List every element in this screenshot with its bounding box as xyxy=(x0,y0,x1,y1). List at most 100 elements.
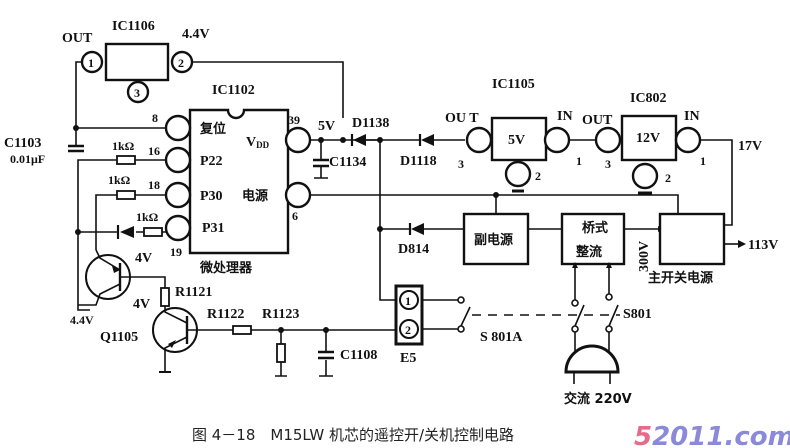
ic1106-label: IC1106 xyxy=(112,19,155,34)
ic1102: IC1102 微处理器 复位 P22 P30 P31 VDD 电源 8 16 1… xyxy=(148,83,312,276)
diode-d1118 xyxy=(418,134,434,146)
resistor-r1121-label: R1121 xyxy=(175,285,212,300)
ic1106-pin2-number: 2 xyxy=(178,56,184,70)
pin-number-39: 39 xyxy=(288,113,300,127)
block-bridge-rectifier xyxy=(560,212,626,266)
wire-e5-to-s801a xyxy=(422,299,458,330)
pin-label-vdd: VDD xyxy=(246,135,270,150)
vdd-5v-label: 5V xyxy=(318,119,335,134)
ic1105-body-label: 5V xyxy=(508,133,525,148)
wire-power-control xyxy=(310,194,679,214)
diode-p31 xyxy=(116,225,134,239)
ic1102-pin-reset xyxy=(164,114,192,142)
capacitor-c1108 xyxy=(318,330,334,377)
resistor-r1123-label: R1123 xyxy=(262,307,299,322)
ic802-label: IC802 xyxy=(630,91,667,106)
ic1106-pin3-number: 3 xyxy=(134,86,140,100)
resistor-r1122 xyxy=(232,325,252,335)
ic802-out-label: OUT xyxy=(582,113,613,128)
c1103: C1103 0.01μF xyxy=(4,128,84,166)
ic1102-subtitle: 微处理器 xyxy=(199,260,253,276)
resistor-p22-value: 1kΩ xyxy=(112,139,135,153)
ic1105: 5V xyxy=(465,116,571,193)
pin-number-18: 18 xyxy=(148,178,160,192)
voltage-300v: 300V xyxy=(637,241,652,272)
transistor-upper xyxy=(78,249,166,306)
upper-transistor-4v: 4V xyxy=(135,251,152,266)
pin-number-8: 8 xyxy=(152,111,158,125)
ic1106-out-label: OUT xyxy=(62,31,93,46)
ic802: 12V xyxy=(594,114,702,195)
c1108-label: C1108 xyxy=(340,348,377,363)
block-aux-power-label: 副电源 xyxy=(474,232,513,248)
resistor-p31-value: 1kΩ xyxy=(136,210,159,224)
resistor-r1122-label: R1122 xyxy=(207,307,244,322)
wire-ac xyxy=(574,332,610,352)
switch-s801-blades xyxy=(574,304,619,327)
d814-label: D814 xyxy=(398,242,429,257)
ic802-pin-gnd: 2 xyxy=(665,171,671,185)
pin-label-power: 电源 xyxy=(242,188,268,204)
resistor-r1123 xyxy=(276,343,286,363)
wire-17v xyxy=(700,139,733,226)
ic1105-label: IC1105 xyxy=(492,77,535,92)
ic1106-voltage: 4.4V xyxy=(182,27,210,42)
ic1102-body xyxy=(188,108,290,255)
e5-pin1: 1 xyxy=(405,294,411,308)
ic802-pin-in: 1 xyxy=(700,154,706,168)
wire-ic1106-in xyxy=(192,61,344,118)
pin-label-p22: P22 xyxy=(200,154,223,169)
wire-bridge-to-s801 xyxy=(574,264,610,300)
block-main-smps xyxy=(658,212,726,266)
pin-label-p30: P30 xyxy=(200,189,223,204)
resistor-p31 xyxy=(143,227,163,237)
ic1105-out-label: OU T xyxy=(445,111,479,126)
block-bridge-label-2: 整流 xyxy=(575,244,602,260)
ic1106: 1 2 3 IC1106 OUT 4.4V xyxy=(62,19,210,104)
e5-pin2: 2 xyxy=(405,323,411,337)
q1105-label: Q1105 xyxy=(100,330,138,345)
c1134-label: C1134 xyxy=(329,155,366,170)
pin-number-19: 19 xyxy=(170,245,182,259)
q1105-4v: 4V xyxy=(133,297,150,312)
wire-ic1106-out-to-reset xyxy=(75,61,166,129)
ic1102-pin-p31 xyxy=(164,214,192,242)
c1103-value: 0.01μF xyxy=(10,152,45,166)
pin-label-p31: P31 xyxy=(202,221,225,236)
block-main-smps-label: 主开关电源 xyxy=(648,270,713,286)
resistor-p30 xyxy=(116,190,136,200)
pin-label-reset: 复位 xyxy=(199,121,226,137)
voltage-17v: 17V xyxy=(738,139,762,154)
wire-to-e5-pin1 xyxy=(379,140,396,301)
ic1105-pin-in: 1 xyxy=(576,154,582,168)
diode-d1138 xyxy=(350,134,366,146)
figure-caption: 图 4－18 M15LW 机芯的遥控开/关机控制电路 xyxy=(192,426,514,444)
e5-label: E5 xyxy=(400,351,416,366)
diode-d814 xyxy=(408,223,424,235)
ic1106-pin1-number: 1 xyxy=(88,56,94,70)
wire-r1123 xyxy=(275,330,287,377)
resistor-r1121 xyxy=(160,287,170,307)
ic1102-pin-power xyxy=(284,181,312,209)
transistor-q1105 xyxy=(152,306,198,373)
voltage-113v: 113V xyxy=(748,238,778,253)
ic1105-pin-out: 3 xyxy=(458,157,464,171)
d1118-label: D1118 xyxy=(400,154,437,169)
resistor-p22 xyxy=(116,155,136,165)
ic1102-pin-vdd xyxy=(284,126,312,154)
ic1105-pin-gnd: 2 xyxy=(535,169,541,183)
connector-e5: 1 2 xyxy=(394,284,424,346)
upper-transistor-4-4v: 4.4V xyxy=(70,313,94,327)
capacitor-c1134 xyxy=(313,140,329,179)
ic1102-pin-p22 xyxy=(164,146,192,174)
watermark: 52011.com xyxy=(634,422,790,448)
pin-number-6: 6 xyxy=(292,209,298,223)
ic1102-label: IC1102 xyxy=(212,83,255,98)
junction xyxy=(75,229,81,235)
ic1105-in-label: IN xyxy=(557,109,573,124)
junction xyxy=(340,137,346,143)
block-aux-power xyxy=(462,212,530,266)
ac-label: 交流 220V xyxy=(564,391,632,407)
switch-s801-label: S801 xyxy=(623,307,652,322)
